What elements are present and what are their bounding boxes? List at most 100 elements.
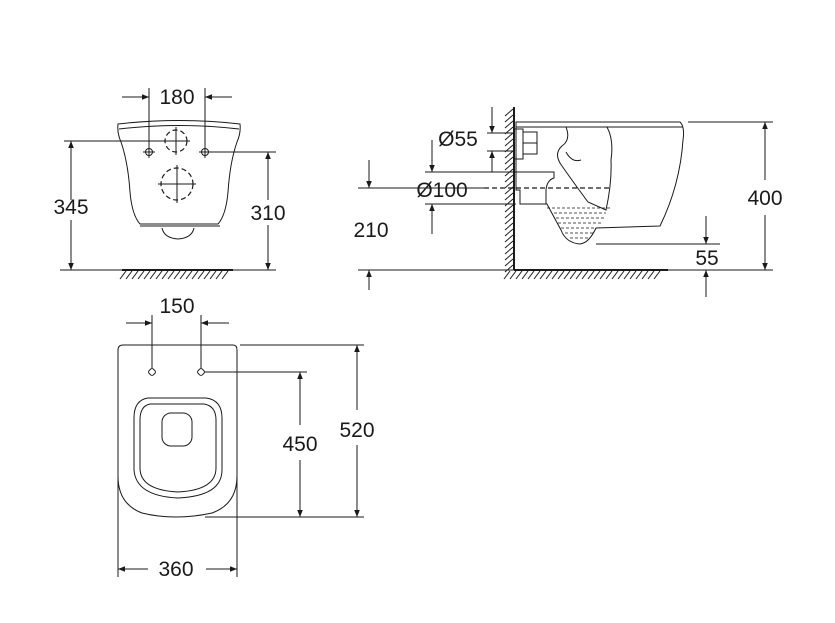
hatch-line (504, 252, 514, 261)
hatch-line (504, 228, 514, 237)
hatch-line (503, 270, 511, 280)
hatch-line (504, 222, 514, 231)
hatch-line (504, 192, 514, 201)
hatch-line (515, 270, 523, 280)
hatch-line (504, 264, 514, 273)
hatch-line (504, 216, 514, 225)
dim-400: 400 (668, 121, 783, 271)
dim-150-label: 150 (159, 295, 194, 318)
hatch-line (173, 270, 181, 280)
hatch-line (209, 270, 217, 280)
dim-450-label: 450 (282, 433, 317, 456)
top-fixing-left (148, 368, 156, 376)
dim-310-label: 310 (250, 202, 285, 225)
front-outlet-bottom (161, 227, 195, 240)
inlet-connector (513, 128, 538, 160)
dim-310: 310 (205, 151, 286, 271)
side-view: Ø55 Ø100 210 400 (353, 107, 783, 297)
hatch-line (504, 162, 514, 171)
front-view: 180 345 310 (53, 86, 286, 280)
hatch-line (191, 270, 199, 280)
hatch-line (131, 270, 139, 280)
hatch-line (504, 108, 514, 117)
outlet-pipe-side (516, 171, 555, 204)
dim-360-label: 360 (158, 558, 193, 581)
top-outer-outline (117, 344, 238, 518)
hatch-line (504, 234, 514, 243)
side-floor-hatch (503, 269, 668, 280)
front-floor-hatch (119, 269, 233, 280)
hatch-line (575, 270, 583, 280)
hatch-line (587, 270, 595, 280)
hatch-line (137, 270, 145, 280)
dim-150: 150 (126, 295, 229, 368)
top-view: 150 450 520 360 (117, 295, 375, 581)
dim-dia55-label: Ø55 (438, 128, 478, 151)
dim-55-bottom: 55 (596, 216, 720, 297)
hatch-line (599, 270, 607, 280)
top-seat-inner (139, 403, 217, 493)
hatch-line (179, 270, 187, 280)
hatch-line (521, 270, 529, 280)
hatch-line (504, 114, 514, 123)
hatch-line (563, 270, 571, 280)
dim-360: 360 (117, 476, 238, 581)
hatch-line (551, 270, 559, 280)
side-bowl-outline (515, 121, 685, 245)
dim-345: 345 (53, 140, 162, 271)
hatch-line (647, 270, 655, 280)
hatch-line (611, 270, 619, 280)
hatch-line (504, 156, 514, 165)
dim-210: 210 (353, 160, 514, 290)
dim-520: 520 (240, 344, 375, 517)
hatch-line (504, 150, 514, 159)
hatch-line (504, 246, 514, 255)
hatch-line (569, 270, 577, 280)
hatch-line (119, 270, 127, 280)
hatch-line (155, 270, 163, 280)
dim-55-label: 55 (695, 247, 718, 270)
hatch-line (504, 132, 514, 141)
hatch-line (504, 204, 514, 213)
hatch-line (527, 270, 535, 280)
front-rim (118, 125, 240, 130)
hatch-line (509, 270, 517, 280)
top-seat-outline (133, 397, 223, 499)
hatch-line (557, 270, 565, 280)
top-bowl-opening (161, 412, 193, 447)
dim-400-label: 400 (747, 187, 782, 210)
hatch-line (629, 270, 637, 280)
hatch-line (125, 270, 133, 280)
hatch-line (533, 270, 541, 280)
hatch-line (185, 270, 193, 280)
hatch-line (143, 270, 151, 280)
hatch-line (635, 270, 643, 280)
hatch-line (167, 270, 175, 280)
dim-dia100-label: Ø100 (416, 179, 467, 202)
hatch-line (581, 270, 589, 280)
dim-345-label: 345 (53, 196, 88, 219)
dim-180: 180 (122, 86, 232, 148)
wall-hatch (504, 107, 515, 273)
water-level (547, 207, 610, 239)
hatch-line (504, 198, 514, 207)
hatch-line (149, 270, 157, 280)
dim-520-label: 520 (339, 419, 374, 442)
dim-dia55: Ø55 (438, 107, 514, 172)
front-bowl-outline (117, 120, 241, 225)
hatch-line (545, 270, 553, 280)
hatch-line (197, 270, 205, 280)
dim-210-label: 210 (353, 219, 388, 242)
hatch-line (504, 174, 514, 183)
hatch-line (504, 240, 514, 249)
hatch-line (653, 270, 661, 280)
hatch-line (623, 270, 631, 280)
trap-inner (565, 151, 582, 162)
hatch-line (605, 270, 613, 280)
dim-180-label: 180 (159, 86, 194, 109)
hatch-line (593, 270, 601, 280)
hatch-line (221, 270, 229, 280)
hatch-line (504, 138, 514, 147)
